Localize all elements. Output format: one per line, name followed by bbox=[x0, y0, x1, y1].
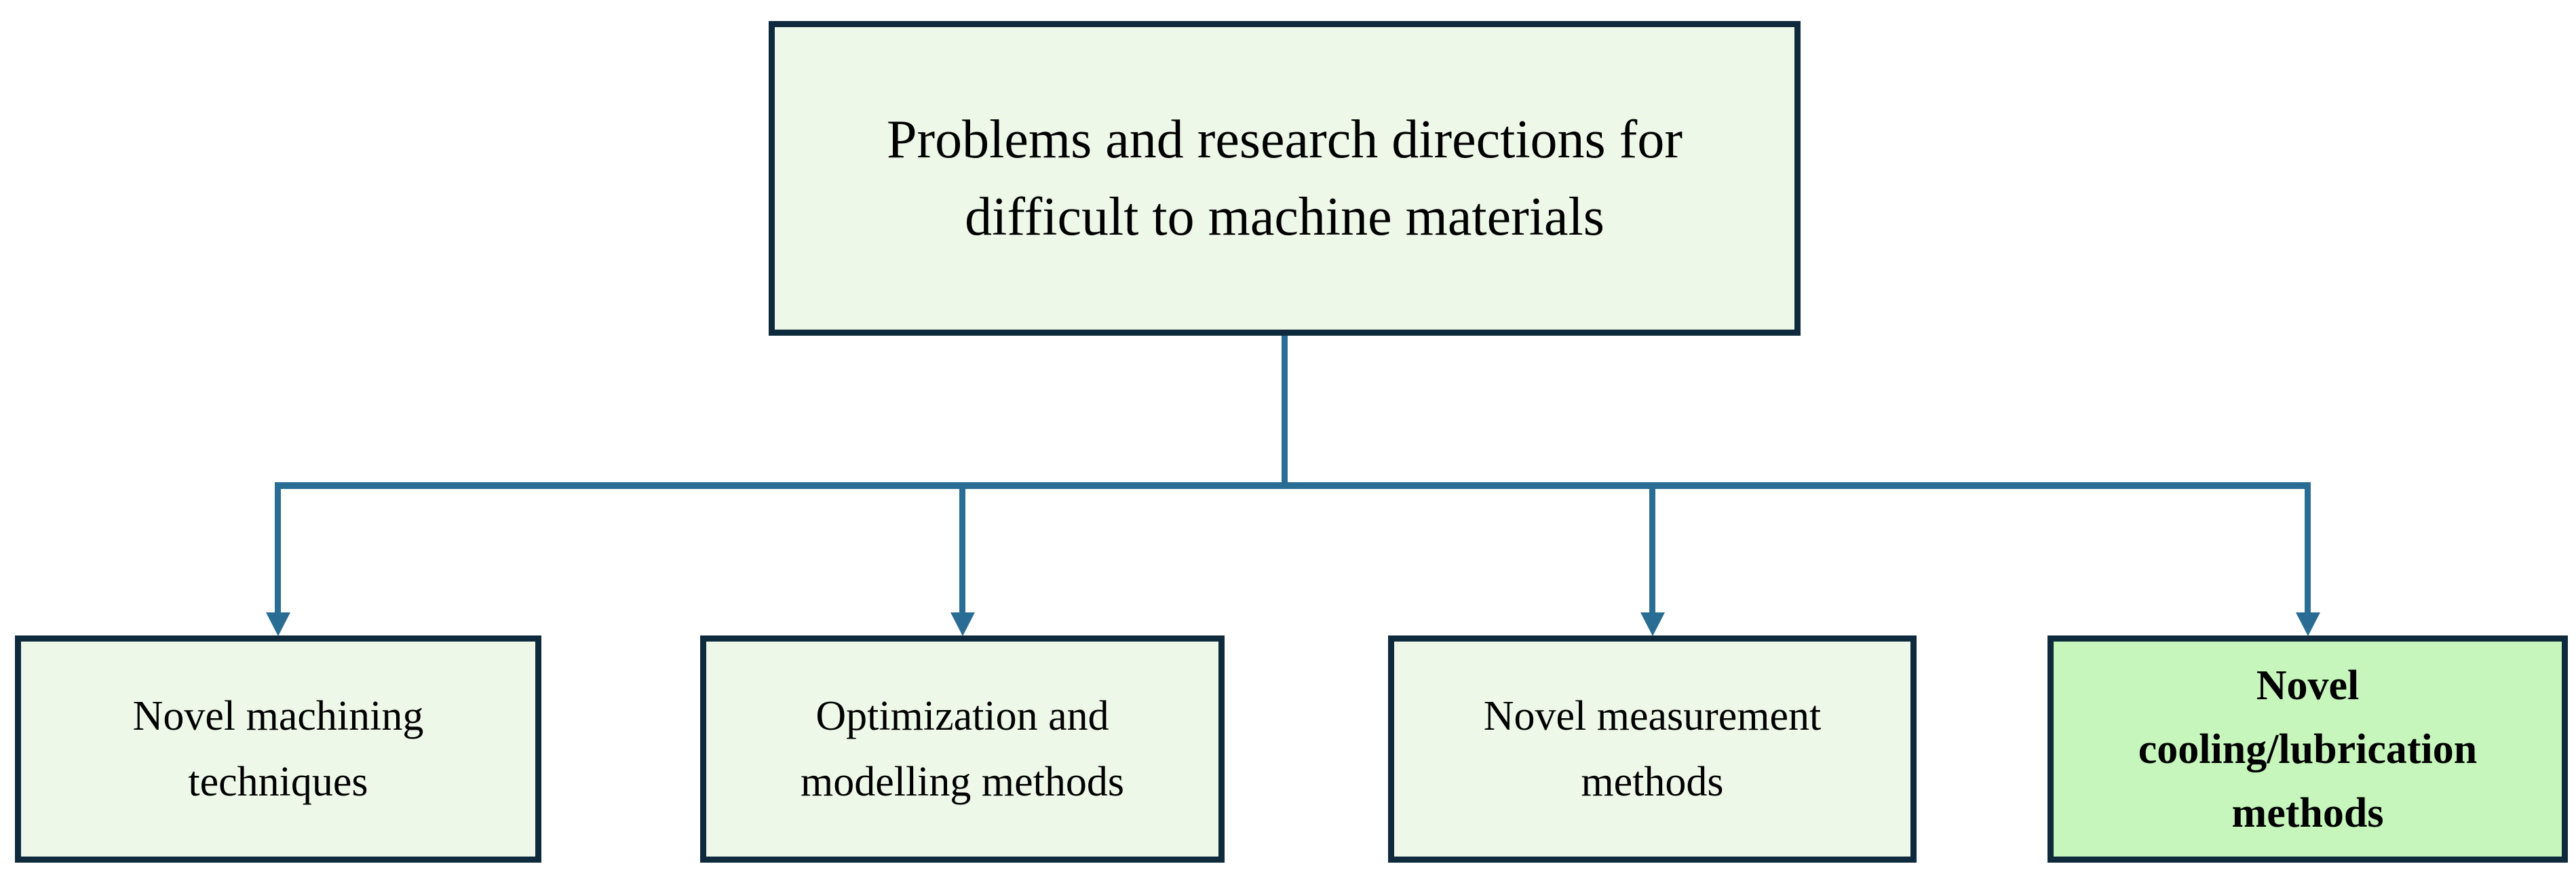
node-root: Problems and research directions for dif… bbox=[769, 21, 1801, 336]
node-optimization-modelling-methods: Optimization and modelling methods bbox=[700, 635, 1225, 863]
connector-drop-1 bbox=[275, 482, 281, 614]
connector-drop-3 bbox=[1649, 482, 1655, 614]
node-label: Novel measurement methods bbox=[1483, 692, 1822, 805]
connector-stem bbox=[1282, 336, 1288, 486]
connector-horizontal bbox=[275, 482, 2311, 489]
arrowhead-down-icon bbox=[950, 612, 975, 636]
arrowhead-down-icon bbox=[266, 612, 290, 636]
node-novel-machining-techniques: Novel machining techniques bbox=[15, 635, 541, 863]
arrowhead-down-icon bbox=[2296, 612, 2320, 636]
connector-drop-2 bbox=[959, 482, 965, 614]
node-novel-cooling-lubrication-methods: Novel cooling/lubrication methods bbox=[2048, 635, 2568, 863]
node-label: Novel cooling/lubrication methods bbox=[2138, 662, 2478, 836]
node-novel-measurement-methods: Novel measurement methods bbox=[1388, 635, 1917, 863]
node-root-label: Problems and research directions for dif… bbox=[887, 110, 1683, 247]
connector-drop-4 bbox=[2305, 482, 2311, 614]
arrowhead-down-icon bbox=[1640, 612, 1665, 636]
node-label: Novel machining techniques bbox=[132, 692, 424, 805]
node-label: Optimization and modelling methods bbox=[800, 692, 1125, 805]
